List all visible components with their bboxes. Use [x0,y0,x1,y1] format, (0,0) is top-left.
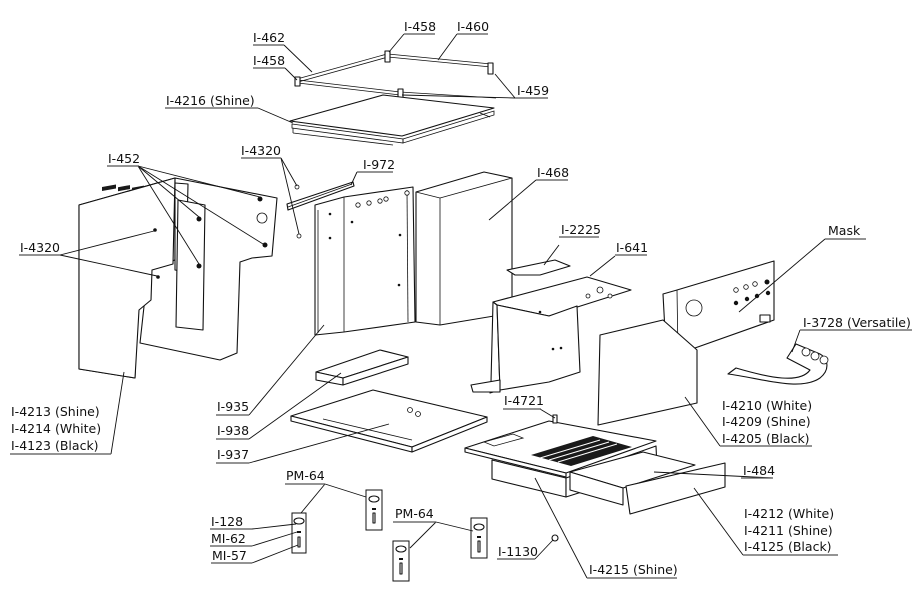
label-mi62: MI-62 [211,531,246,546]
left-side-panel [78,177,278,379]
small-nut [551,534,559,542]
middle-frame-box [314,186,416,336]
base-plate [290,389,488,453]
foot-kit-box-3 [392,540,410,582]
label-i972: I-972 [363,157,395,172]
label-i4209: I-4209 (Shine) [722,414,811,429]
label-i4216: I-4216 (Shine) [166,93,255,108]
label-i462: I-462 [253,30,285,45]
top-tray-panel [289,94,495,146]
label-i938: I-938 [217,423,249,438]
foot-kit-box-4 [470,517,488,559]
drawer [569,451,726,515]
label-i452: I-452 [108,151,140,166]
label-pm64-left: PM-64 [286,468,325,483]
tray-vent-grid [531,436,632,466]
label-i4210: I-4210 (White) [722,398,812,413]
label-i459: I-459 [517,83,549,98]
bracket-bar [286,181,355,211]
foot-kit-box-2 [365,489,383,531]
label-i1130: I-1130 [498,544,538,559]
label-i4123: I-4123 (Black) [11,438,99,453]
label-i4320-top: I-4320 [241,143,281,158]
label-i458-left: I-458 [253,53,285,68]
label-i460: I-460 [457,19,489,34]
foot-kit-box-1 [291,512,307,554]
label-pm64-right: PM-64 [395,506,434,521]
label-i4205: I-4205 (Black) [722,431,810,446]
label-i484: I-484 [743,463,775,478]
label-i2225: I-2225 [561,222,601,237]
label-i4125: I-4125 (Black) [744,539,832,554]
versatile-handle [727,343,829,385]
label-i128: I-128 [211,514,243,529]
label-i458-top: I-458 [404,19,436,34]
top-rod-frame [294,50,497,101]
label-i468: I-468 [537,165,569,180]
label-i937: I-937 [217,447,249,462]
part-labels: I-458 I-460 I-462 I-458 I-459 I-4216 (Sh… [10,19,912,579]
leader-lines [59,33,826,579]
label-i4214: I-4214 (White) [11,421,101,436]
label-i4211: I-4211 (Shine) [744,523,833,538]
label-mi57: MI-57 [212,548,247,563]
label-i4721: I-4721 [504,393,544,408]
small-plate [506,259,571,276]
right-side-panel [597,319,698,426]
label-i935: I-935 [217,399,249,414]
label-mask: Mask [828,223,861,238]
control-plate-assembly [470,276,632,394]
label-i4320-left: I-4320 [20,240,60,255]
label-i3728: I-3728 (Versatile) [803,315,911,330]
label-i4215: I-4215 (Shine) [589,562,678,577]
label-i4213: I-4213 (Shine) [11,404,100,419]
label-i641: I-641 [616,240,648,255]
label-i4212: I-4212 (White) [744,506,834,521]
channel-bracket [315,349,409,386]
